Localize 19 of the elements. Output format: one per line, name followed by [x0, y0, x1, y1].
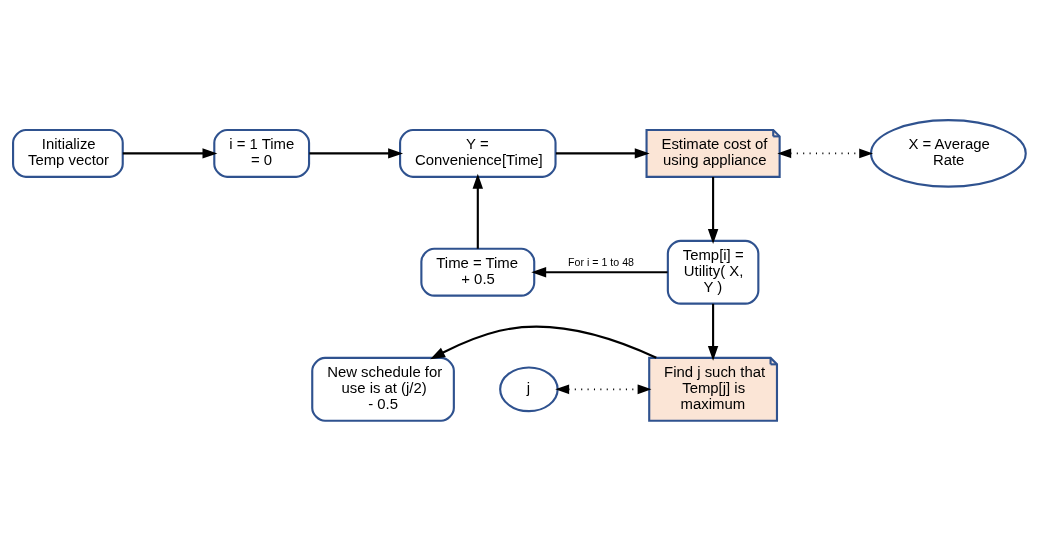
node-box: Temp[i] = Utility( X, Y ) — [666, 239, 760, 305]
node-ellipse: j — [499, 366, 559, 413]
arrow — [472, 173, 484, 249]
node-box: Y = Convenience[Time] — [399, 128, 557, 178]
arrow — [531, 267, 668, 278]
node-box: i = 1 Time = 0 — [213, 128, 311, 178]
arrow — [309, 148, 404, 159]
edge-label: For i = 1 to 48 — [568, 255, 634, 268]
node-box: Time = Time + 0.5 — [420, 247, 536, 297]
arrow — [707, 303, 719, 361]
arrow — [777, 148, 874, 159]
arrow — [555, 148, 650, 159]
arrow — [555, 384, 652, 395]
node-box: Initialize Temp vector — [12, 128, 124, 178]
node-ellipse: X = Average Rate — [869, 119, 1027, 188]
arrow — [122, 148, 218, 159]
arrow — [707, 176, 719, 244]
node-box: New schedule for use is at (j/2) - 0.5 — [311, 356, 455, 422]
arrow — [430, 325, 657, 360]
